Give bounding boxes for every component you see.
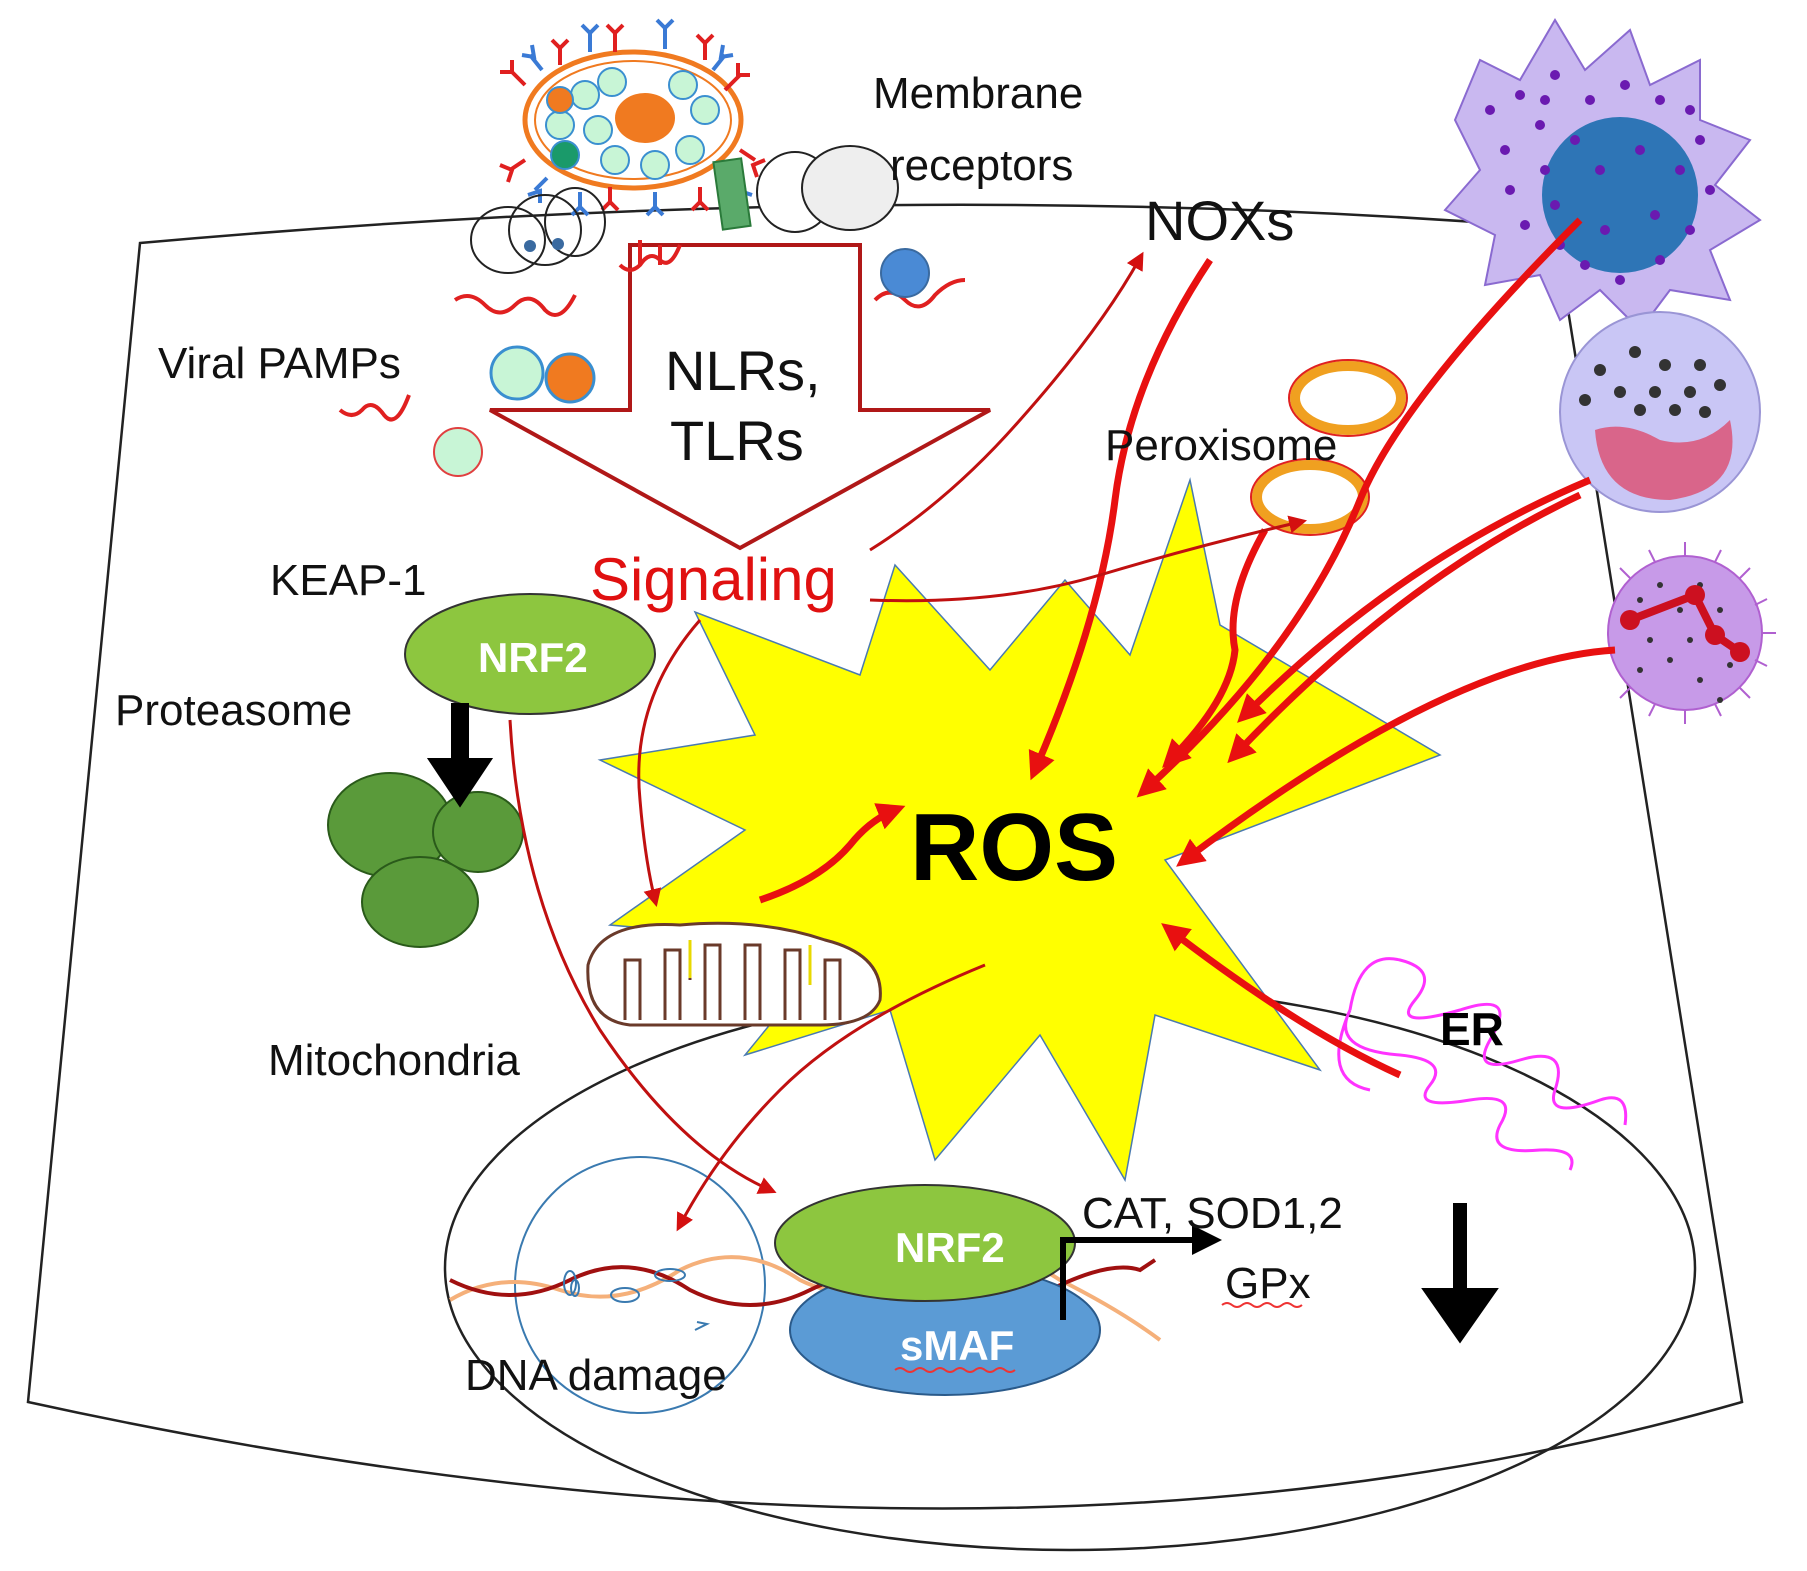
ros-label: ROS xyxy=(910,794,1118,901)
smaf-label: sMAF xyxy=(900,1322,1014,1369)
arrow-mito-to-ros xyxy=(758,803,906,904)
tlrs-label: TLRs xyxy=(670,409,804,472)
arrow-peroxisome-to-ros xyxy=(1162,528,1269,768)
dna-damage-region xyxy=(514,1156,766,1414)
nrf2-cytoplasm xyxy=(404,593,656,715)
nlrs-label: NLRs, xyxy=(665,339,821,402)
immune-cell-middle xyxy=(1559,311,1761,513)
dna-strand-orange xyxy=(448,1255,1162,1342)
viral-pamp-blue xyxy=(880,248,930,298)
ros-source-arrows xyxy=(758,217,1616,1079)
immune-cell-bottom xyxy=(1607,542,1776,724)
decrease-arrow xyxy=(1421,1203,1499,1344)
viral-pamp-green-1 xyxy=(489,345,545,401)
arrow-ros-to-dna xyxy=(676,963,986,1232)
gpx-label: GPx xyxy=(1225,1259,1311,1308)
smaf-underline xyxy=(894,1367,1016,1373)
membrane-receptor-left xyxy=(470,187,606,274)
arrow-signaling-to-mito xyxy=(637,619,702,907)
viral-pamps-label: Viral PAMPs xyxy=(158,339,401,388)
arrow-er-to-ros xyxy=(1161,923,1402,1079)
nrf2-nucleus-label: NRF2 xyxy=(895,1224,1005,1271)
endoplasmic-reticulum xyxy=(1337,957,1628,1171)
arrow-immune-top-to-ros xyxy=(1136,217,1583,798)
arrow-nrf2-to-nucleus xyxy=(508,719,777,1194)
peroxisome-label: Peroxisome xyxy=(1105,421,1337,470)
transcription-start-arrow xyxy=(1060,1225,1222,1320)
mitochondria xyxy=(586,921,882,1027)
signaling-label: Signaling xyxy=(590,546,837,613)
membrane-receptors-label-2: receptors xyxy=(890,141,1073,190)
er-label: ER xyxy=(1440,1003,1504,1055)
mitochondria-label: Mitochondria xyxy=(268,1036,520,1085)
arrow-nox-to-ros xyxy=(1028,258,1213,781)
nlr-tlr-arrow-shape xyxy=(489,243,991,551)
arrow-immune-middle-to-ros-2 xyxy=(1227,491,1582,764)
virus-particle xyxy=(499,18,766,217)
arrow-immune-middle-to-ros xyxy=(1237,476,1592,723)
peroxisome-upper-edge xyxy=(1288,359,1408,437)
arrow-immune-bottom-to-ros xyxy=(1176,646,1616,867)
membrane-receptors-label-1: Membrane xyxy=(873,69,1083,118)
viral-pamp-green-2 xyxy=(433,427,483,477)
peroxisome-lower-edge xyxy=(1250,458,1370,536)
cat-sod-label: CAT, SOD1,2 xyxy=(1082,1189,1343,1238)
arrow-signaling-to-peroxisome xyxy=(869,515,1308,603)
viral-pamp-orange xyxy=(544,352,596,404)
membrane-receptor-right xyxy=(756,145,899,233)
immune-cell-top xyxy=(1443,18,1762,332)
dna-lesions xyxy=(563,1268,711,1331)
signaling-arrows xyxy=(508,251,1308,1232)
membrane-channel-green xyxy=(712,157,752,231)
arrow-signaling-to-nox xyxy=(869,251,1144,552)
keap1-label: KEAP-1 xyxy=(270,556,427,605)
proteasome-degradation-arrow xyxy=(426,703,494,808)
nrf2-cyto-label: NRF2 xyxy=(478,634,588,681)
peroxisome-lower xyxy=(1252,460,1368,534)
proteasome xyxy=(327,772,524,948)
dna-damage-label: DNA damage xyxy=(465,1351,727,1400)
proteasome-label: Proteasome xyxy=(115,686,352,735)
noxs-label: NOXs xyxy=(1145,189,1294,252)
gpx-underline xyxy=(1221,1302,1303,1308)
peroxisome-upper xyxy=(1290,361,1406,435)
